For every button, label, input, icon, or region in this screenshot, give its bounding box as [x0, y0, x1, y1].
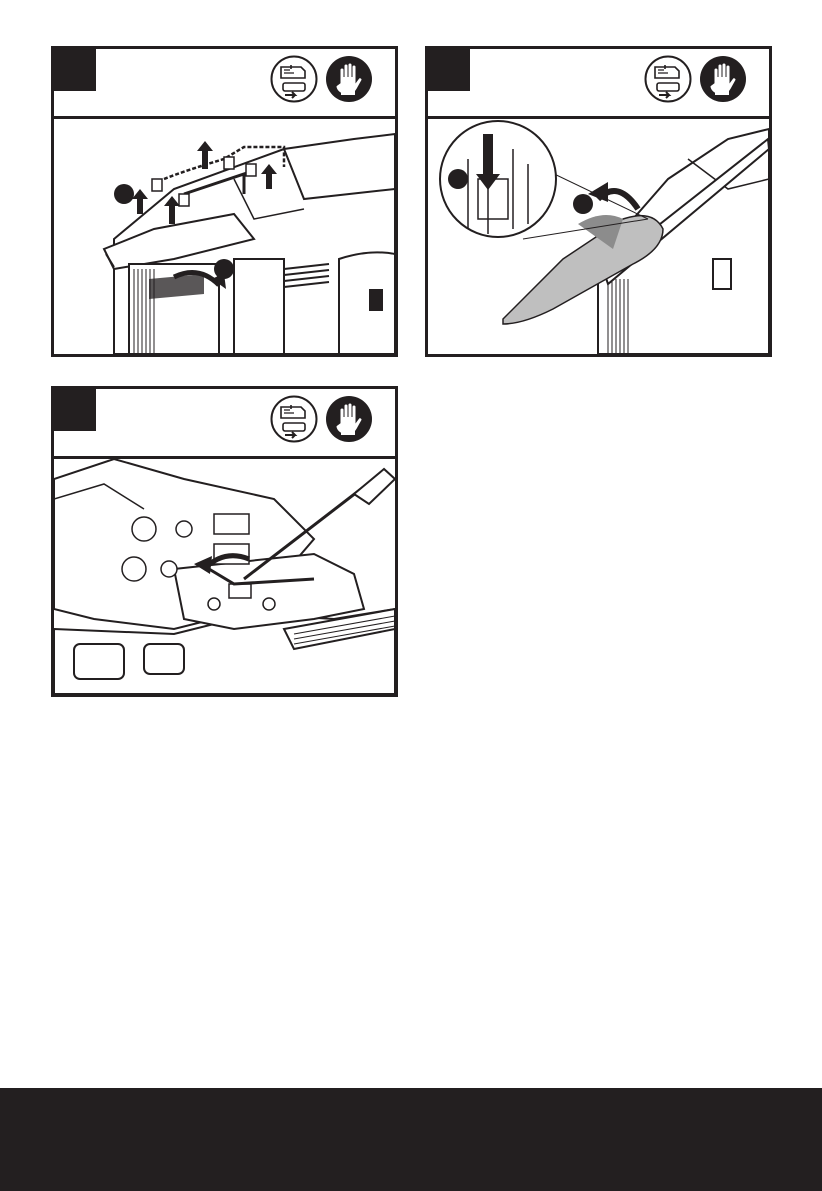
panel-b-header — [428, 49, 769, 119]
footer-band — [0, 1088, 822, 1191]
battery-removal-icon — [644, 55, 692, 103]
battery-removal-icon — [270, 55, 318, 103]
panel-a-illustration — [54, 119, 395, 354]
step-number-box — [54, 49, 96, 91]
panel-a — [51, 46, 398, 357]
gloves-icon — [325, 55, 373, 103]
gloves-icon — [325, 395, 373, 443]
step-number-box — [428, 49, 470, 91]
panel-c-header — [54, 389, 395, 459]
step-number-box — [54, 389, 96, 431]
panel-b-illustration — [428, 119, 769, 354]
panel-c — [51, 386, 398, 697]
panel-b — [425, 46, 772, 357]
battery-removal-icon — [270, 395, 318, 443]
panel-c-illustration — [54, 459, 395, 694]
gloves-icon — [699, 55, 747, 103]
panel-a-header — [54, 49, 395, 119]
